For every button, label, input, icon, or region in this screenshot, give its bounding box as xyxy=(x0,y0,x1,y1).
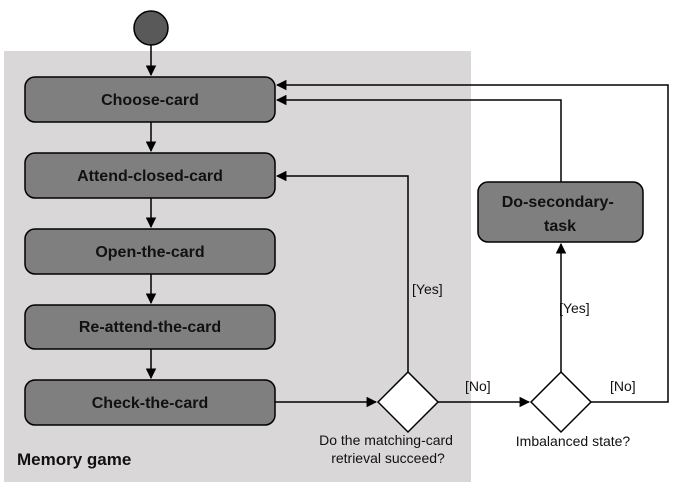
node-re-attend-the-card xyxy=(24,304,276,350)
node-open-the-card-label: Open-the-card xyxy=(95,244,204,261)
node-attend-closed-card xyxy=(24,152,276,199)
decision-matching xyxy=(376,370,440,434)
node-re-attend-the-card-label: Re-attend-the-card xyxy=(79,319,221,336)
node-open-the-card xyxy=(24,228,276,275)
decision-matching-caption: Do the matching-card retrieval succeed? xyxy=(319,432,457,466)
edge-secondary-to-choose xyxy=(275,94,562,182)
decision-matching-caption-line2: retrieval succeed? xyxy=(331,450,445,466)
group-label: Memory game xyxy=(17,450,131,469)
edge-label-matching-no: [No] xyxy=(465,378,491,394)
node-do-secondary-task-line1: Do-secondary- xyxy=(502,194,614,211)
decision-imbalanced-caption: Imbalanced state? xyxy=(516,433,631,449)
edge-matching-yes xyxy=(275,170,409,372)
node-check-the-card-label: Check-the-card xyxy=(92,395,208,412)
node-do-secondary-task-line2: task xyxy=(544,218,576,235)
node-attend-closed-card-label: Attend-closed-card xyxy=(77,168,223,185)
edge-imbalanced-no xyxy=(275,79,669,403)
start-node xyxy=(133,10,169,46)
edge-label-imbalanced-yes: [Yes] xyxy=(559,300,590,316)
decision-matching-caption-line1: Do the matching-card xyxy=(319,432,453,448)
decision-imbalanced xyxy=(529,370,593,434)
edge-label-imbalanced-no: [No] xyxy=(610,378,636,394)
node-do-secondary-task-label: Do-secondary- task xyxy=(502,194,618,235)
node-choose-card-label: Choose-card xyxy=(101,92,199,109)
node-choose-card xyxy=(24,76,276,123)
edge-label-matching-yes: [Yes] xyxy=(412,281,443,297)
